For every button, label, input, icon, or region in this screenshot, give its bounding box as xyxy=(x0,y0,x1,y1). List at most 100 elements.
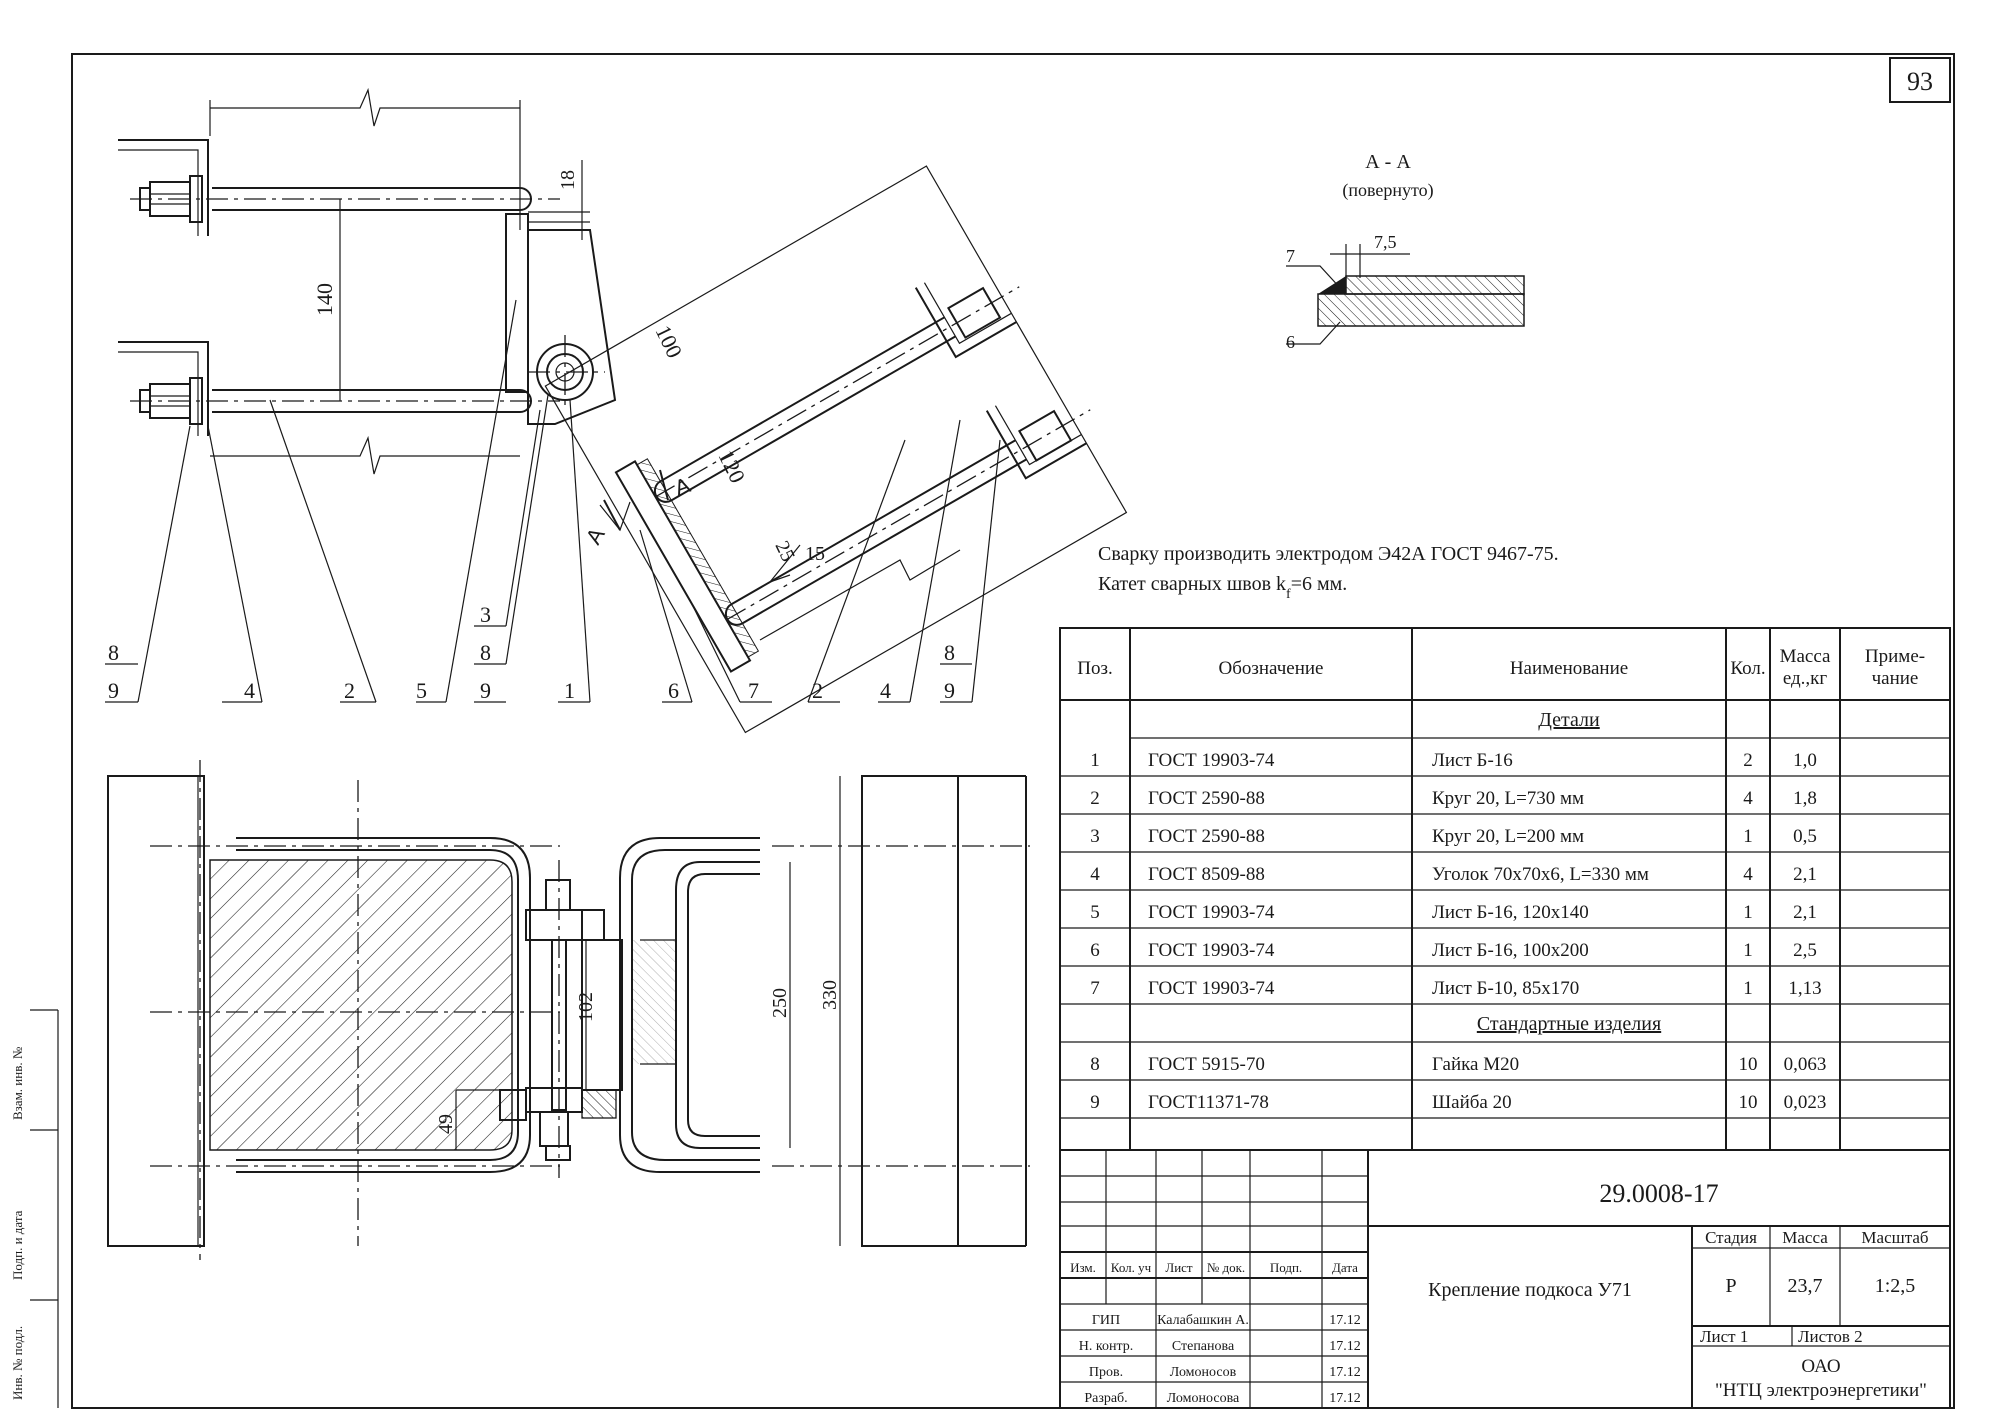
section-pos-6: 6 xyxy=(1286,332,1295,352)
spec-table: Поз. Обозначение Наименование Кол. Масса… xyxy=(1059,627,1951,1151)
callout-9-mid: 9 xyxy=(480,678,491,703)
callout-4-right: 4 xyxy=(880,678,891,703)
spec-cell-qty: 1 xyxy=(1743,940,1753,961)
hub-bolt xyxy=(499,860,605,1178)
rotated-assembly xyxy=(544,165,1128,734)
spec-cell-pos: 9 xyxy=(1090,1092,1100,1113)
callout-1: 1 xyxy=(564,678,575,703)
elevation-view: 102 49 250 330 xyxy=(107,760,1030,1260)
angle-bracket-bottom xyxy=(118,341,209,436)
stage-label: Стадия xyxy=(1705,1228,1757,1247)
spec-cell-mass: 0,063 xyxy=(1784,1054,1827,1075)
notes: Сварку производить электродом Э42А ГОСТ … xyxy=(1098,543,1559,602)
sheet-frame: 93 Взам. инв. № Подп. и дата Инв. № подл… xyxy=(10,53,1955,1409)
role-title: Пров. xyxy=(1089,1365,1123,1380)
callout-8-mid: 8 xyxy=(480,640,491,665)
spec-cell-qty: 10 xyxy=(1739,1054,1758,1075)
plan-view: 140 18 xyxy=(118,87,590,475)
col-note-header-1: Приме- xyxy=(1865,646,1925,667)
angle-bracket-top xyxy=(118,139,209,236)
sheets-label: Листов 2 xyxy=(1798,1327,1863,1346)
callout-9-left: 9 xyxy=(108,678,119,703)
spec-cell-name: Лист Б-16 xyxy=(1432,750,1513,771)
spec-cell-mass: 0,023 xyxy=(1784,1092,1827,1113)
role-name: Ломоносова xyxy=(1167,1391,1240,1406)
spec-cell-name: Гайка М20 xyxy=(1432,1054,1519,1075)
section-standard: Стандартные изделия xyxy=(1477,1013,1661,1035)
spec-cell-name: Лист Б-10, 85х170 xyxy=(1432,978,1579,999)
section-pos-7: 7 xyxy=(1286,246,1295,266)
spec-row-lines xyxy=(1060,737,1950,1119)
spec-cell-mass: 1,13 xyxy=(1788,978,1821,999)
role-title: ГИП xyxy=(1092,1313,1120,1328)
spec-cell-mass: 2,1 xyxy=(1793,864,1817,885)
col-name-header: Наименование xyxy=(1510,658,1628,679)
signature-grid: Изм. Кол. уч Лист № док. Подп. Дата xyxy=(1060,1150,1368,1408)
spec-cell-name: Уголок 70х70х6, L=330 мм xyxy=(1432,864,1649,885)
role-date: 17.12 xyxy=(1329,1391,1361,1406)
spec-cell-qty: 10 xyxy=(1739,1092,1758,1113)
svg-text:Кол. уч: Кол. уч xyxy=(1111,1260,1152,1275)
scale-label: Масштаб xyxy=(1861,1228,1928,1247)
section-note: (повернуто) xyxy=(1342,180,1433,201)
dim-15: 15 xyxy=(805,543,825,565)
section-details: Детали xyxy=(1538,709,1600,731)
org-line-1: ОАО xyxy=(1801,1356,1840,1377)
role-name: Ломоносов xyxy=(1170,1365,1237,1380)
dim-100: 100 xyxy=(651,321,688,362)
spec-cell-designation: ГОСТ 2590-88 xyxy=(1148,826,1265,847)
spec-cell-pos: 7 xyxy=(1090,978,1100,999)
section-label: А - А xyxy=(1365,151,1411,173)
dim-330: 330 xyxy=(819,980,841,1010)
callout-8-left: 8 xyxy=(108,640,119,665)
doc-title: Крепление подкоса У71 xyxy=(1428,1279,1632,1301)
margin-label-orig: Инв. № подл. xyxy=(10,1326,25,1400)
doc-code: 29.0008-17 xyxy=(1599,1179,1718,1208)
spec-cell-pos: 5 xyxy=(1090,902,1100,923)
callout-9-right: 9 xyxy=(944,678,955,703)
spec-cell-designation: ГОСТ 2590-88 xyxy=(1148,788,1265,809)
callouts: 8 9 4 2 5 3 8 9 1 6 7 2 4 8 9 xyxy=(105,299,1001,703)
spec-cell-qty: 1 xyxy=(1743,902,1753,923)
spec-cell-qty: 1 xyxy=(1743,978,1753,999)
dim-49: 49 xyxy=(435,1114,457,1134)
spec-cell-pos: 6 xyxy=(1090,940,1100,961)
spec-cell-name: Шайба 20 xyxy=(1432,1092,1512,1113)
spec-cell-designation: ГОСТ 19903-74 xyxy=(1148,750,1275,771)
spec-cell-mass: 2,5 xyxy=(1793,940,1817,961)
org-line-2: "НТЦ электроэнергетики" xyxy=(1715,1380,1927,1401)
spec-cell-name: Лист Б-16, 120х140 xyxy=(1432,902,1589,923)
section-dim-weld: 7,5 xyxy=(1374,232,1397,252)
callout-3: 3 xyxy=(480,602,491,627)
svg-text:Изм.: Изм. xyxy=(1070,1260,1096,1275)
spec-cell-mass: 2,1 xyxy=(1793,902,1817,923)
mass-value: 23,7 xyxy=(1788,1275,1823,1297)
sheet-number: 93 xyxy=(1907,67,1933,96)
role-name: Калабашкин А. xyxy=(1157,1313,1249,1328)
spec-cell-qty: 1 xyxy=(1743,826,1753,847)
col-mass-header-2: ед.,кг xyxy=(1783,668,1828,689)
spec-cell-qty: 2 xyxy=(1743,750,1753,771)
col-note-header-2: чание xyxy=(1872,668,1919,689)
svg-text:А: А xyxy=(581,523,610,548)
callout-6: 6 xyxy=(668,678,679,703)
callout-2-right: 2 xyxy=(812,678,823,703)
spec-cell-mass: 1,8 xyxy=(1793,788,1817,809)
nut-bottom xyxy=(139,377,203,425)
spec-cell-mass: 1,0 xyxy=(1793,750,1817,771)
spec-cell-pos: 8 xyxy=(1090,1054,1100,1075)
role-name: Степанова xyxy=(1172,1339,1235,1354)
col-mass-header-1: Масса xyxy=(1780,646,1831,667)
svg-text:Лист: Лист xyxy=(1165,1260,1193,1275)
role-date: 17.12 xyxy=(1329,1365,1361,1380)
dim-250: 250 xyxy=(769,988,791,1018)
svg-text:№ док.: № док. xyxy=(1207,1260,1245,1275)
spec-cell-pos: 3 xyxy=(1090,826,1100,847)
role-date: 17.12 xyxy=(1329,1313,1361,1328)
col-pos-header: Поз. xyxy=(1077,658,1112,679)
callout-8-right: 8 xyxy=(944,640,955,665)
scale-value: 1:2,5 xyxy=(1875,1275,1916,1297)
spec-cell-pos: 4 xyxy=(1090,864,1100,885)
spec-cell-name: Лист Б-16, 100х200 xyxy=(1432,940,1589,961)
